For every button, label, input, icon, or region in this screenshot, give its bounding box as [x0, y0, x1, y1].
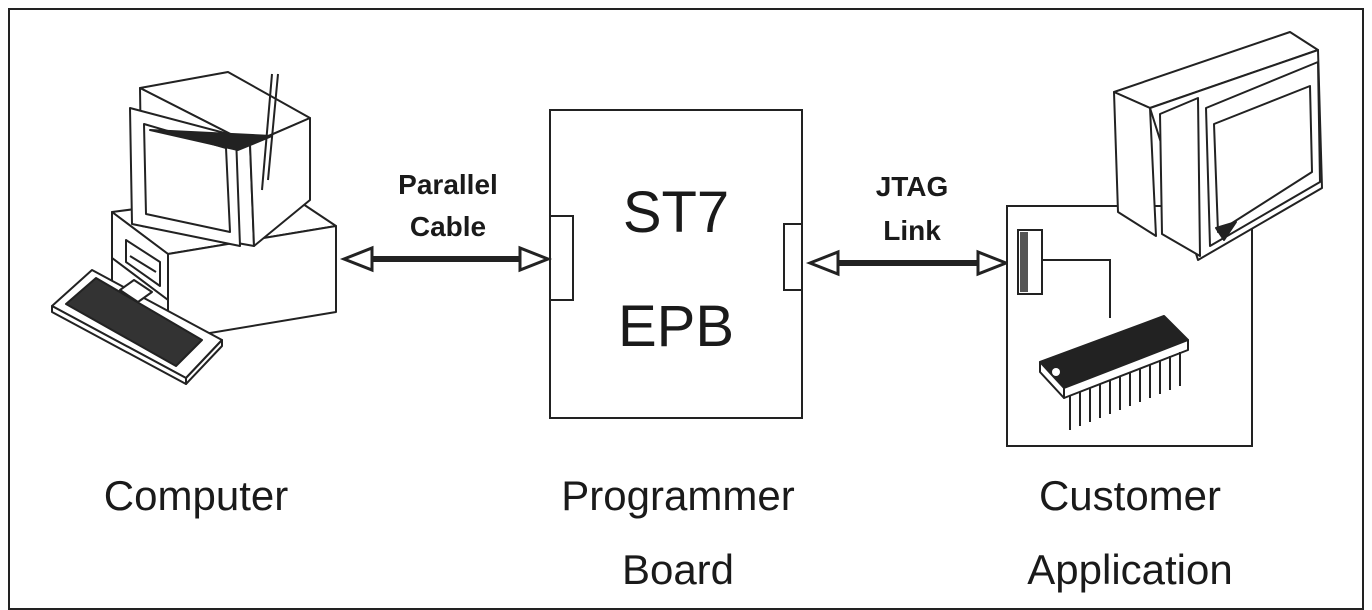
- outer-border: [8, 8, 1364, 610]
- parallel-connector: [549, 215, 574, 301]
- header-trace: [1042, 259, 1111, 318]
- jtag-link-arrow: [805, 249, 1011, 277]
- header-pins: [1020, 232, 1028, 292]
- box-label-st7: ST7: [623, 180, 729, 245]
- parallel-cable-arrow: [339, 245, 553, 273]
- parallel-cable-label-2: Cable: [410, 211, 486, 242]
- microcontroller-chip-icon: [1039, 315, 1189, 430]
- programmer-label-1: Programmer: [561, 472, 794, 519]
- computer-label: Computer: [104, 472, 288, 519]
- jtag-link-label-2: Link: [883, 215, 941, 246]
- customer-label-2: Application: [1027, 546, 1232, 593]
- computer-icon: [51, 71, 337, 385]
- application-monitor-icon: [1113, 31, 1323, 261]
- jtag-link-label-1: JTAG: [876, 171, 949, 202]
- box-label-epb: EPB: [618, 294, 734, 359]
- jtag-connector: [783, 223, 803, 291]
- customer-label-1: Customer: [1039, 472, 1221, 519]
- parallel-cable-label-1: Parallel: [398, 169, 498, 200]
- programmer-label-2: Board: [622, 546, 734, 593]
- programmer-board-box: [549, 109, 803, 419]
